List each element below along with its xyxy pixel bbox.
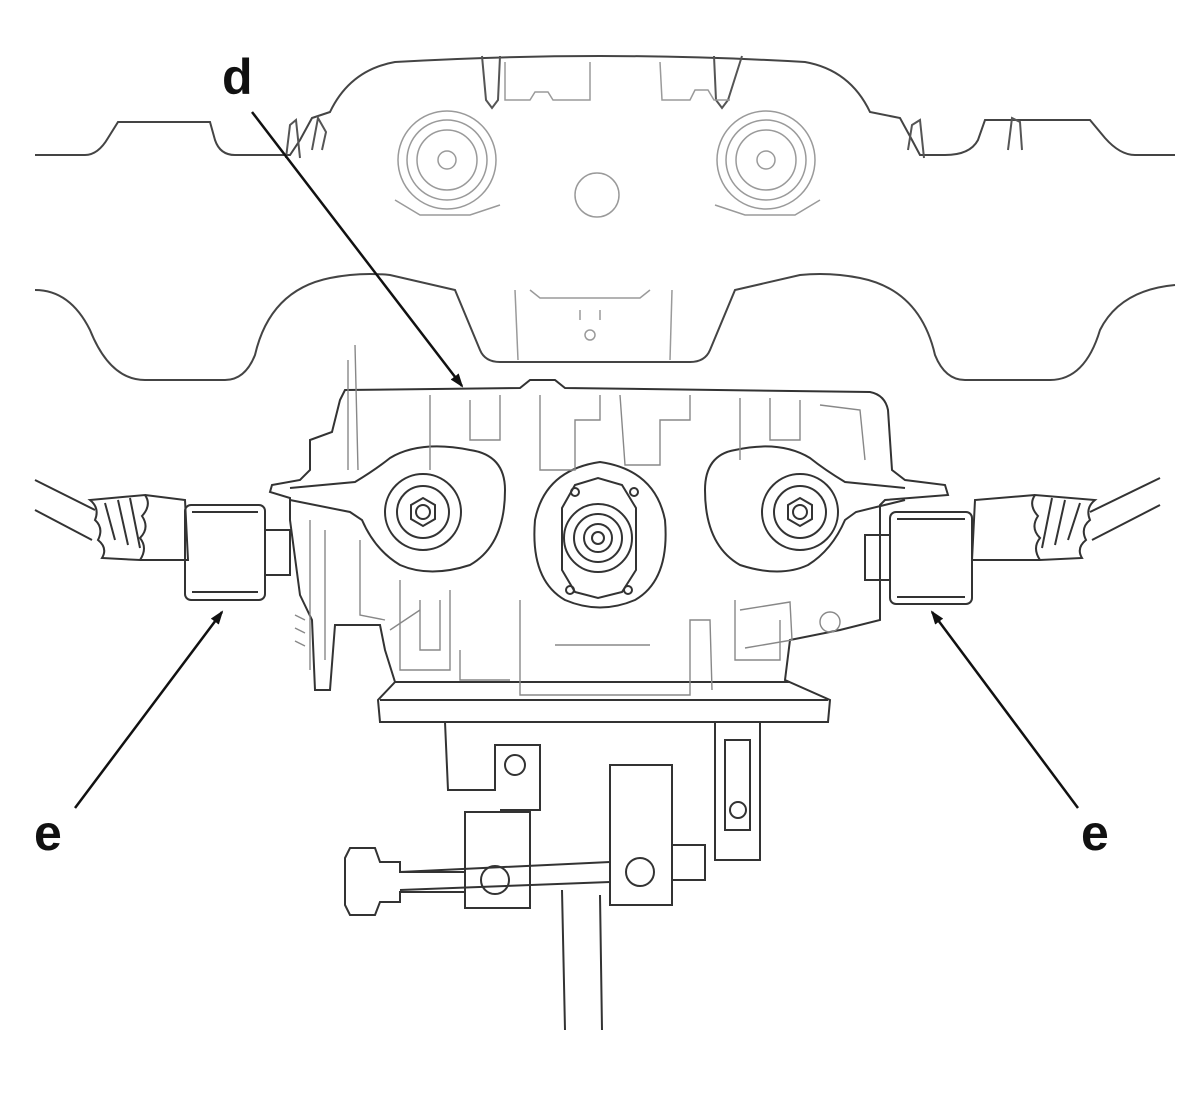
callout-label-d: d — [222, 49, 253, 105]
leader-line-e-left — [74, 610, 224, 809]
gearbox-housing — [268, 379, 950, 723]
upper-crossmember — [35, 54, 1175, 159]
callout-label-e-right: e — [1081, 805, 1109, 861]
right-driveshaft — [864, 477, 1161, 605]
pinion-flange — [561, 476, 639, 600]
lower-crossmember-details — [514, 289, 673, 361]
gearbox-housing-details — [294, 344, 866, 696]
shift-linkage — [344, 721, 761, 1031]
leader-line-e-right — [930, 610, 1080, 809]
leader-line-d — [251, 111, 464, 388]
upper-crossmember-details — [394, 61, 821, 218]
lower-crossmember — [34, 273, 1176, 381]
right-ball-joint — [761, 473, 839, 551]
left-ball-joint — [384, 473, 462, 551]
callout-label-e-left: e — [34, 805, 62, 861]
leader-lines — [74, 111, 1080, 809]
left-driveshaft — [34, 479, 291, 601]
